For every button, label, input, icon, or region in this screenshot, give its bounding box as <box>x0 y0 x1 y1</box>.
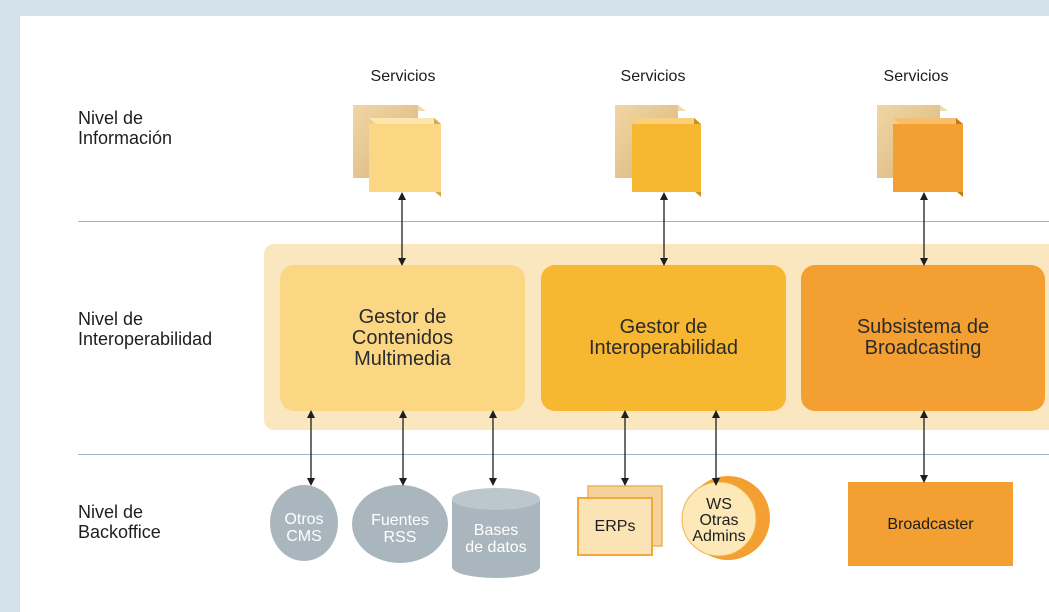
otros-cms-node <box>270 485 338 561</box>
gestor-contenidos-multimedia: Gestor de Contenidos Multimedia <box>280 265 525 411</box>
ws-otras-admins-node <box>681 476 770 560</box>
bases-de-datos-cylinder <box>452 488 540 578</box>
gestor-interoperabilidad: Gestor de Interoperabilidad <box>541 265 786 411</box>
services-label-3: Servicios <box>883 68 949 85</box>
service-stack-2-icon <box>615 105 701 197</box>
service-stack-3-icon <box>877 105 963 197</box>
level-label-informacion: Nivel de Información <box>78 108 173 148</box>
service-stack-1-icon <box>353 105 441 197</box>
separator-info-interop <box>78 221 1049 222</box>
erps-label: ERPs <box>594 518 636 535</box>
separator-interop-backoffice <box>78 454 1049 455</box>
fuentes-rss-label: Fuentes RSS <box>371 512 429 546</box>
subsistema-broadcasting: Subsistema de Broadcasting <box>801 265 1045 411</box>
level-label-backoffice: Nivel de Backoffice <box>78 502 161 542</box>
ws-otras-admins-label: WS Otras Admins <box>692 496 746 545</box>
services-label-1: Servicios <box>370 68 436 85</box>
services-label-2: Servicios <box>620 68 686 85</box>
broadcaster-node <box>848 482 1013 566</box>
fuentes-rss-node <box>352 485 448 563</box>
broadcaster-label: Broadcaster <box>887 516 974 533</box>
level-label-interoperabilidad: Nivel de Interoperabilidad <box>78 309 213 349</box>
bases-de-datos-label: Bases de datos <box>465 522 527 556</box>
erps-stack <box>577 485 663 556</box>
otros-cms-label: Otros CMS <box>284 511 324 545</box>
